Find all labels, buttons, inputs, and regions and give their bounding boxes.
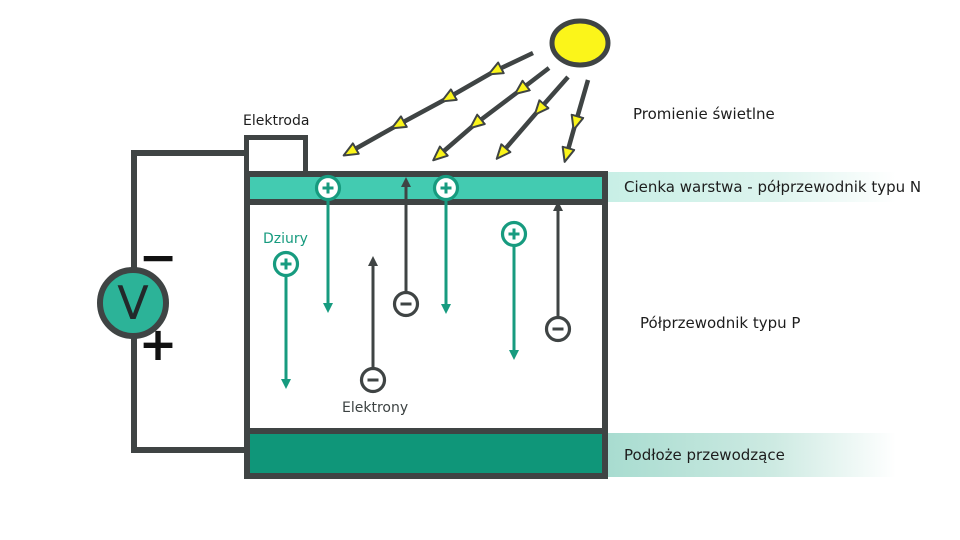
n-layer-label: Cienka warstwa - półprzewodnik typu N <box>624 178 922 196</box>
sun-icon <box>549 18 611 68</box>
substrate-label: Podłoże przewodzące <box>624 446 785 464</box>
conductive-substrate-layer <box>244 428 608 479</box>
voltmeter-label: V <box>117 276 149 330</box>
circuit-wire-top <box>131 150 247 156</box>
light-rays-label: Promienie świetlne <box>633 105 775 123</box>
p-layer-label: Półprzewodnik typu P <box>640 314 801 332</box>
light-ray <box>561 79 591 163</box>
electrode-label: Elektroda <box>243 113 310 129</box>
plus-pole-symbol: + <box>138 317 178 371</box>
electrons-label: Elektrony <box>342 400 409 416</box>
circuit-wire-bottom <box>131 447 247 453</box>
voltmeter-icon: V <box>97 267 169 339</box>
light-ray <box>342 50 534 157</box>
electrode-box <box>244 135 308 171</box>
light-ray <box>432 66 551 162</box>
n-layer-callout-band: Cienka warstwa - półprzewodnik typu N <box>608 172 921 202</box>
substrate-callout-band: Podłoże przewodzące <box>608 433 908 477</box>
light-ray <box>495 75 570 160</box>
holes-label: Dziury <box>263 231 308 247</box>
n-type-thin-layer <box>244 171 608 205</box>
